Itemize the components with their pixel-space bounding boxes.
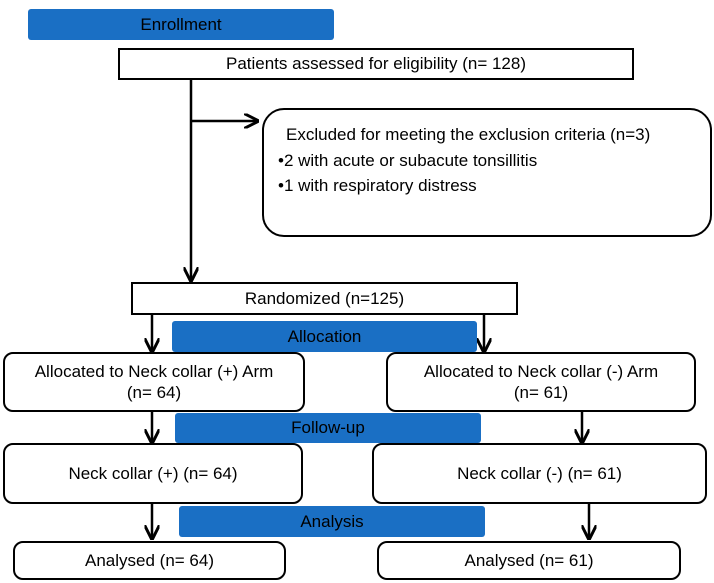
excluded-box: Excluded for meeting the exclusion crite…: [262, 108, 712, 237]
stage-enrollment-label: Enrollment: [140, 14, 222, 34]
left-followup-box: Neck collar (+) (n= 64): [3, 443, 303, 504]
stage-allocation-label: Allocation: [287, 326, 362, 346]
excluded-title: Excluded for meeting the exclusion crite…: [286, 125, 651, 144]
left-allocated-box: Allocated to Neck collar (+) Arm (n= 64): [3, 352, 305, 412]
assessed-box: Patients assessed for eligibility (n= 12…: [118, 48, 634, 80]
randomized-box: Randomized (n=125): [131, 282, 518, 315]
randomized-label: Randomized (n=125): [244, 288, 405, 308]
excluded-item: •2 with acute or subacute tonsillitis: [278, 150, 538, 170]
stage-enrollment: Enrollment: [28, 9, 334, 40]
left-followup-label: Neck collar (+) (n= 64): [68, 463, 238, 483]
right-allocated-box: Allocated to Neck collar (-) Arm (n= 61): [386, 352, 696, 412]
right-analysed-box: Analysed (n= 61): [377, 541, 681, 580]
left-analysed-box: Analysed (n= 64): [13, 541, 286, 580]
stage-allocation: Allocation: [172, 321, 477, 352]
stage-analysis-label: Analysis: [300, 511, 364, 531]
excluded-item: •1 with respiratory distress: [278, 176, 477, 195]
left-analysed-label: Analysed (n= 64): [85, 550, 214, 570]
stage-followup-label: Follow-up: [291, 418, 365, 437]
left-allocated-line1: Allocated to Neck collar (+) Arm: [34, 361, 274, 381]
right-followup-box: Neck collar (-) (n= 61): [372, 443, 707, 504]
right-allocated-line2: (n= 61): [513, 383, 569, 402]
stage-analysis: Analysis: [179, 506, 485, 537]
right-followup-label: Neck collar (-) (n= 61): [457, 463, 622, 483]
right-allocated-line1: Allocated to Neck collar (-) Arm: [423, 361, 659, 381]
right-analysed-label: Analysed (n= 61): [464, 550, 594, 570]
assessed-label: Patients assessed for eligibility (n= 12…: [225, 54, 526, 74]
left-allocated-line2: (n= 64): [126, 383, 182, 402]
stage-followup: Follow-up: [175, 413, 481, 443]
